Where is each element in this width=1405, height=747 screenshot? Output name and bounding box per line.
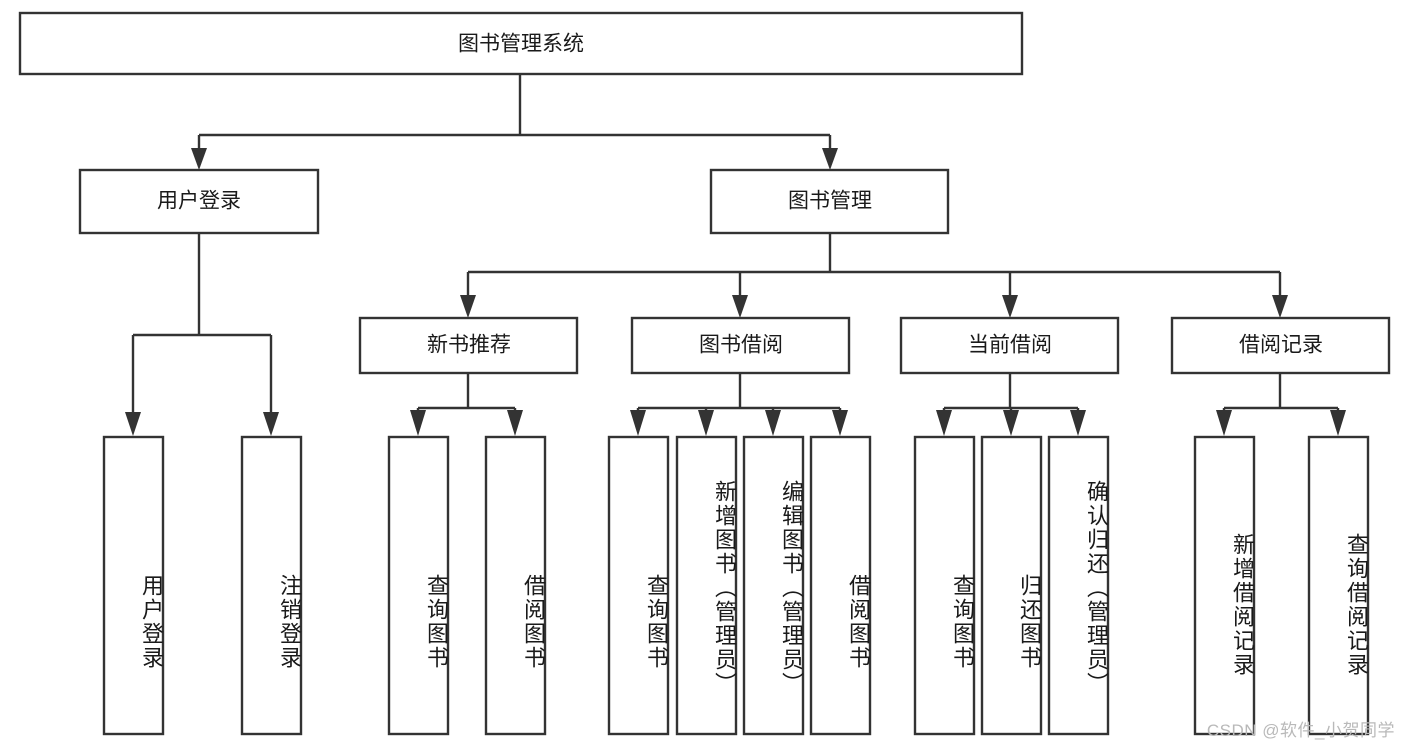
- arrow-head-leaf-borrow-book-2: [832, 410, 848, 436]
- arrow-head-leaf-edit-book: [765, 410, 781, 436]
- arrow-head-leaf-confirm-return: [1070, 410, 1086, 436]
- leaf-box-logout[interactable]: [240, 435, 303, 736]
- leaf-box-query-record[interactable]: [1307, 435, 1370, 736]
- leaf-box-add-book[interactable]: [675, 435, 738, 736]
- leaf-box-borrow-book-newbook[interactable]: [484, 435, 547, 736]
- node-label-book-management: 图书管理: [788, 190, 872, 213]
- node-label-user-login: 用户登录: [157, 190, 241, 213]
- arrow-head-leaf-query-book-1: [410, 410, 426, 436]
- arrow-head-leaf-logout: [263, 412, 279, 436]
- arrow-head-leaf-borrow-book-1: [507, 410, 523, 436]
- node-box-new-book-recommend[interactable]: [358, 316, 579, 375]
- arrow-head-leaf-add-record: [1216, 410, 1232, 436]
- node-box-book-management[interactable]: [709, 168, 950, 235]
- csdn-watermark: CSDN @软件_小贺同学: [1206, 721, 1395, 740]
- node-label-book-borrow: 图书借阅: [699, 334, 783, 357]
- leaf-box-query-book-current[interactable]: [913, 435, 976, 736]
- arrow-head-leaf-return-book: [1003, 410, 1019, 436]
- arrow-head-borrowrecord: [1272, 295, 1288, 318]
- arrow-head-leaf-query-book-2: [630, 410, 646, 436]
- node-label-borrow-record: 借阅记录: [1239, 334, 1323, 357]
- leaf-box-borrow-book[interactable]: [809, 435, 872, 736]
- leaf-box-query-book-newbook[interactable]: [387, 435, 450, 736]
- arrow-head-currentborrow: [1002, 295, 1018, 318]
- arrow-head-bookmgmt: [822, 148, 838, 170]
- leaf-box-edit-book[interactable]: [742, 435, 805, 736]
- leaf-box-return-book[interactable]: [980, 435, 1043, 736]
- node-box-borrow-record[interactable]: [1170, 316, 1391, 375]
- node-box-book-borrow[interactable]: [630, 316, 851, 375]
- leaf-box-user-login[interactable]: [102, 435, 165, 736]
- arrow-head-leaf-add-book: [698, 410, 714, 436]
- node-box-root[interactable]: [18, 11, 1024, 76]
- leaf-box-add-record[interactable]: [1193, 435, 1256, 736]
- leaf-box-query-book-borrow[interactable]: [607, 435, 670, 736]
- node-box-current-borrow[interactable]: [899, 316, 1120, 375]
- node-layer: 图书管理系统 用户登录 图书管理 新书推荐 图书借阅 当前借阅 借阅记录: [18, 11, 1391, 736]
- arrow-head-newbook: [460, 295, 476, 318]
- arrow-head-leaf-query-book-3: [936, 410, 952, 436]
- node-box-user-login[interactable]: [78, 168, 320, 235]
- node-label-new-book-recommend: 新书推荐: [427, 334, 511, 357]
- node-label-root: 图书管理系统: [458, 33, 584, 56]
- leaf-box-confirm-return[interactable]: [1047, 435, 1110, 736]
- arrow-head-leaf-user-login: [125, 412, 141, 436]
- arrow-head-leaf-query-record: [1330, 410, 1346, 436]
- connector-layer: [125, 74, 1346, 436]
- arrow-head-userlogin: [191, 148, 207, 170]
- node-label-current-borrow: 当前借阅: [968, 334, 1052, 357]
- arrow-head-bookborrow: [732, 295, 748, 318]
